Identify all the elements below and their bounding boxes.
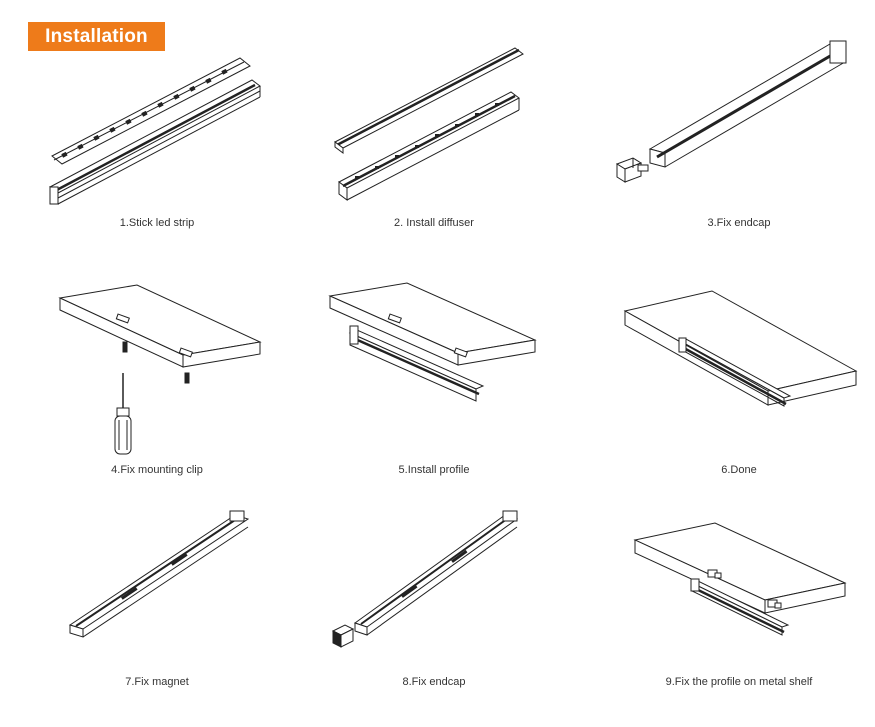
step-6-illustration [620,283,865,423]
section-title: Installation [45,25,148,47]
step-8-illustration [325,505,530,655]
step-1-caption: 1.Stick led strip [119,217,195,229]
step-7-caption: 7.Fix magnet [125,676,189,688]
step-7-illustration [60,505,260,640]
step-4-illustration [55,280,275,465]
step-9-illustration [630,515,855,640]
step-4-caption: 4.Fix mounting clip [111,464,203,476]
step-6-caption: 6.Done [721,464,757,476]
step-3-illustration [605,36,865,196]
step-8-caption: 8.Fix endcap [402,676,466,688]
step-9-caption: 9.Fix the profile on metal shelf [665,676,813,688]
step-3-caption: 3.Fix endcap [707,217,771,229]
section-title-badge: Installation [28,22,165,51]
step-1-illustration [40,52,270,212]
step-2-illustration [325,42,530,202]
step-2-caption: 2. Install diffuser [394,217,474,229]
step-5-illustration [325,278,545,403]
step-5-caption: 5.Install profile [398,464,470,476]
